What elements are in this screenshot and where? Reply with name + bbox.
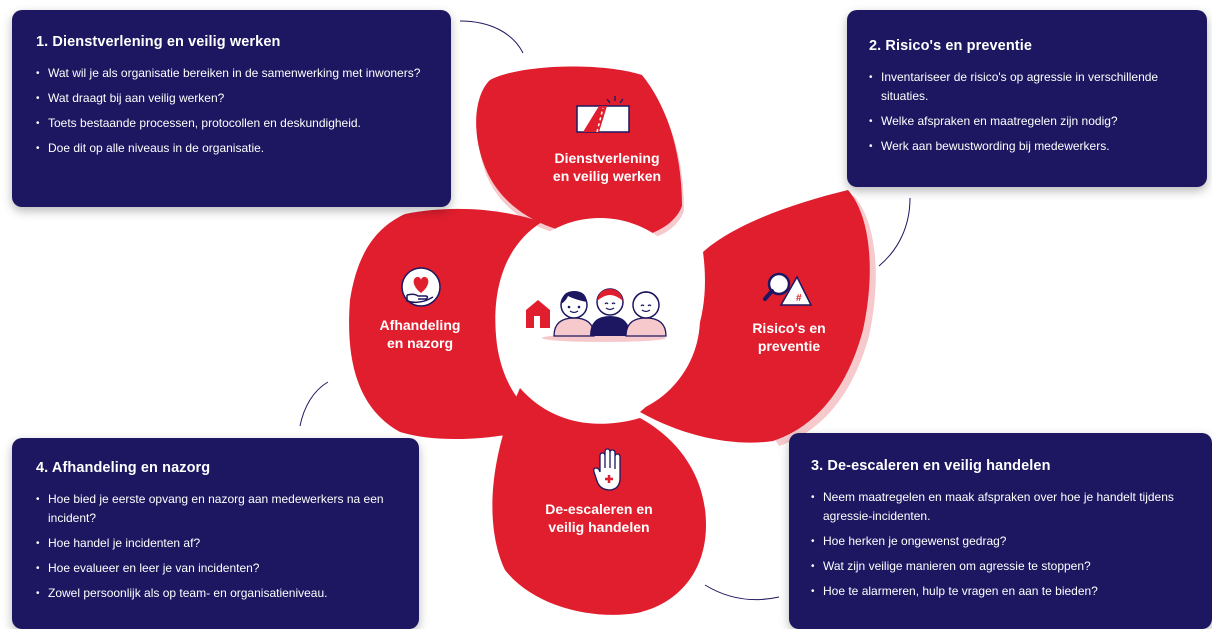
- petal-label-top: Dienstverlening en veilig werken: [532, 149, 682, 185]
- petal-label-line: veilig handelen: [548, 519, 650, 535]
- list-item: Wat wil je als organisatie bereiken in d…: [36, 64, 429, 83]
- petal-label-line: en veilig werken: [552, 168, 662, 184]
- list-item: Hoe herken je ongewenst gedrag?: [811, 532, 1192, 551]
- list-item: Wat draagt bij aan veilig werken?: [36, 89, 429, 108]
- petal-bottom: [492, 388, 706, 615]
- petal-label-right: Risico's en preventie: [724, 319, 854, 355]
- heart-hand-icon: [401, 267, 441, 307]
- petal-label-line: Risico's en: [752, 320, 826, 336]
- card-risicos: 2. Risico's en preventie Inventariseer d…: [847, 10, 1207, 187]
- list-item: Neem maatregelen en maak afspraken over …: [811, 488, 1192, 526]
- svg-text:#: #: [796, 293, 802, 304]
- petal-top: [476, 66, 682, 239]
- road-icon: [576, 96, 630, 133]
- card-de-escaleren: 3. De-escaleren en veilig handelen Neem …: [789, 433, 1212, 629]
- list-item: Wat zijn veilige manieren om agressie te…: [811, 557, 1192, 576]
- list-item: Zowel persoonlijk als op team- en organi…: [36, 584, 399, 603]
- card-title: 2. Risico's en preventie: [869, 38, 1032, 54]
- card-title: 3. De-escaleren en veilig handelen: [811, 458, 1051, 474]
- petal-label-line: preventie: [757, 338, 821, 354]
- card-title: 4. Afhandeling en nazorg: [36, 460, 211, 476]
- card-dienstverlening: 1. Dienstverlening en veilig werken Wat …: [12, 10, 451, 207]
- card-list: Hoe bied je eerste opvang en nazorg aan …: [36, 490, 399, 603]
- connector-arc-4: [299, 381, 329, 427]
- list-item: Hoe te alarmeren, hulp te vragen en aan …: [811, 582, 1192, 601]
- card-afhandeling: 4. Afhandeling en nazorg Hoe bied je eer…: [12, 438, 419, 629]
- stop-hand-icon: [593, 448, 621, 491]
- list-item: Doe dit op alle niveaus in de organisati…: [36, 139, 429, 158]
- petal-left: [349, 208, 548, 440]
- petal-label-line: De-escaleren en: [545, 501, 653, 517]
- card-title: 1. Dienstverlening en veilig werken: [36, 34, 281, 50]
- petal-label-line: en nazorg: [386, 335, 454, 351]
- magnifier-warning-icon: #: [763, 272, 813, 306]
- petal-label-line: Dienstverlening: [554, 150, 660, 166]
- list-item: Hoe handel je incidenten af?: [36, 534, 399, 553]
- list-item: Inventariseer de risico's op agressie in…: [869, 68, 1187, 106]
- petal-label-left: Afhandeling en nazorg: [350, 316, 490, 352]
- list-item: Hoe bied je eerste opvang en nazorg aan …: [36, 490, 399, 528]
- list-item: Welke afspraken en maatregelen zijn nodi…: [869, 112, 1187, 131]
- connector-arc-3: [704, 584, 780, 601]
- list-item: Hoe evalueer en leer je van incidenten?: [36, 559, 399, 578]
- petal-right: [640, 190, 870, 443]
- connector-arc-1: [459, 20, 524, 54]
- petal-label-line: Afhandeling: [379, 317, 461, 333]
- card-list: Inventariseer de risico's op agressie in…: [869, 68, 1187, 156]
- list-item: Werk aan bewustwording bij medewerkers.: [869, 137, 1187, 156]
- card-list: Neem maatregelen en maak afspraken over …: [811, 488, 1192, 601]
- list-item: Toets bestaande processen, protocollen e…: [36, 114, 429, 133]
- connector-arc-2: [878, 197, 911, 267]
- people-group-icon: [526, 288, 667, 342]
- petal-label-bottom: De-escaleren en veilig handelen: [524, 500, 674, 536]
- card-list: Wat wil je als organisatie bereiken in d…: [36, 64, 429, 158]
